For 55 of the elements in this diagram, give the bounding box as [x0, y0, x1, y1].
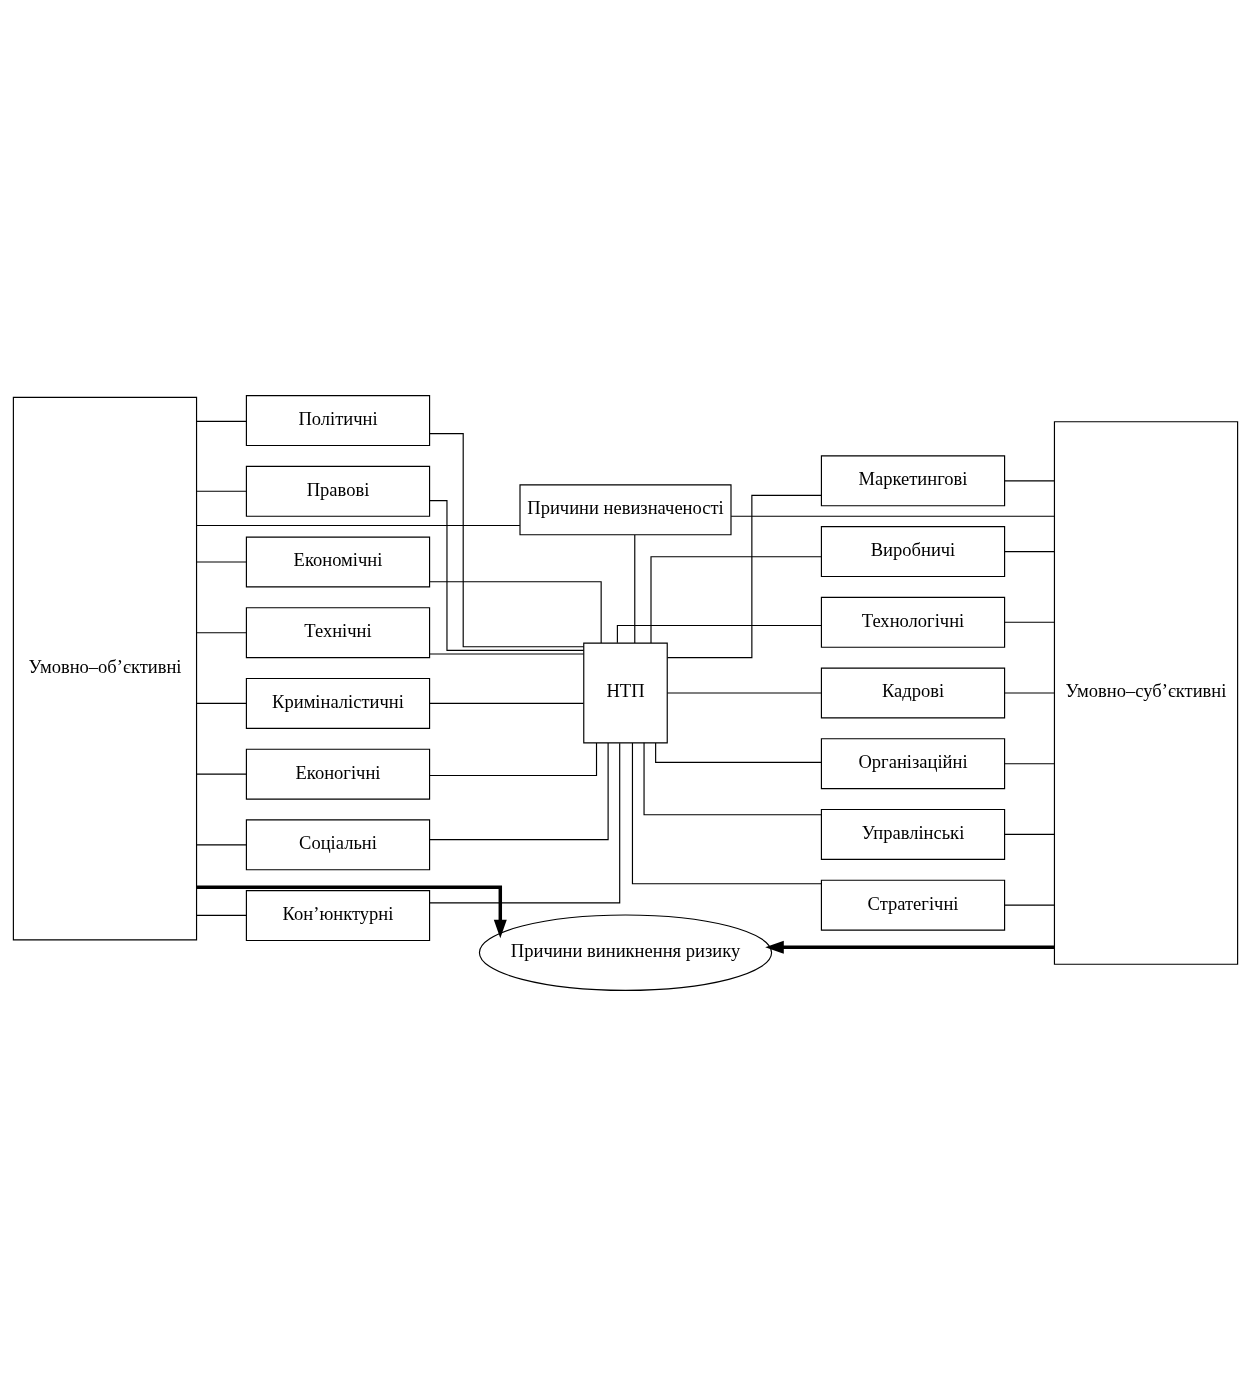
node-box: Правові — [245, 465, 431, 517]
connector — [196, 420, 247, 422]
node-box: НТП — [583, 642, 668, 743]
connector — [667, 494, 822, 658]
connector — [631, 742, 822, 884]
node-box: Управлінські — [820, 808, 1006, 860]
node-box: Причини невизначеності — [519, 483, 732, 535]
node-box: Соціальні — [245, 818, 431, 870]
node-box: Технологічні — [820, 596, 1006, 648]
node-box: Виробничі — [820, 525, 1006, 577]
connector — [634, 533, 636, 644]
connector — [650, 555, 822, 644]
node-box: Кадрові — [820, 667, 1006, 718]
connector — [196, 914, 247, 916]
connector — [429, 741, 598, 776]
connector — [666, 691, 822, 694]
node-box: Технічні — [245, 606, 431, 658]
connector — [429, 432, 585, 647]
connector — [196, 843, 247, 845]
connector — [429, 499, 585, 651]
connector — [196, 631, 247, 633]
connector — [1004, 691, 1055, 694]
node-box: Стратегічні — [820, 879, 1006, 931]
connector — [196, 773, 247, 775]
node-ellipse: Причини виникнення ризику — [478, 913, 773, 991]
connector — [196, 702, 247, 704]
connector — [196, 524, 521, 526]
connector — [429, 652, 585, 655]
connector — [429, 742, 621, 903]
connector — [616, 624, 822, 643]
node-box: Економічні — [245, 536, 431, 587]
connector — [429, 702, 585, 704]
node-box: Організаційні — [820, 737, 1006, 789]
node-box: Кон’юнктурні — [245, 889, 431, 941]
node-box: Маркетингові — [820, 454, 1006, 506]
connector — [643, 741, 822, 815]
connector — [196, 490, 247, 492]
connector — [1004, 621, 1055, 623]
connector — [1004, 762, 1055, 764]
connector — [1004, 550, 1055, 552]
node-box: Політичні — [245, 394, 431, 446]
connector — [1004, 479, 1055, 481]
connector — [655, 741, 822, 763]
node-box: Криміналістичні — [245, 677, 431, 729]
connector — [1004, 904, 1055, 906]
arrow — [196, 884, 507, 938]
arrow — [765, 940, 1055, 954]
connector — [429, 741, 609, 840]
node-box: Еконогічні — [245, 748, 431, 800]
connector — [429, 580, 602, 643]
connector — [196, 560, 247, 563]
connector — [730, 515, 1055, 517]
node-box: Умовно–об’єктивні — [12, 396, 198, 940]
node-box: Умовно–суб’єктивні — [1053, 420, 1239, 965]
connector — [1004, 833, 1055, 835]
